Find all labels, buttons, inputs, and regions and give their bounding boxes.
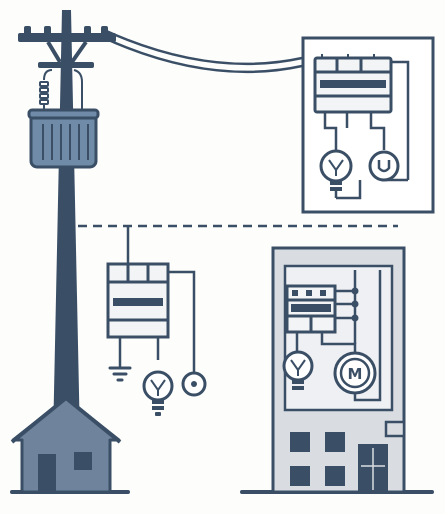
building-windows <box>290 432 345 486</box>
building-icon: M <box>271 246 406 494</box>
service-panel-top <box>301 36 435 214</box>
motor-label: M <box>348 365 363 383</box>
overhead-wires <box>103 28 303 74</box>
breaker-panel-icon <box>106 262 170 339</box>
house-icon <box>10 396 122 494</box>
ground-icon <box>108 366 132 382</box>
house-window <box>74 452 92 470</box>
light-bulb-icon <box>142 370 174 416</box>
light-bulb-icon <box>282 350 314 390</box>
house-circuit <box>106 226 207 416</box>
outlet-icon <box>368 150 400 182</box>
motor-icon: M <box>333 351 377 395</box>
light-bulb-icon <box>319 149 353 198</box>
transformer-icon <box>27 69 100 169</box>
breaker-panel-icon <box>313 54 393 114</box>
outlet-icon <box>181 371 207 397</box>
junction-box <box>384 420 406 438</box>
house-door <box>38 454 56 492</box>
breaker-panel-icon <box>285 284 337 334</box>
building-door <box>358 444 388 492</box>
